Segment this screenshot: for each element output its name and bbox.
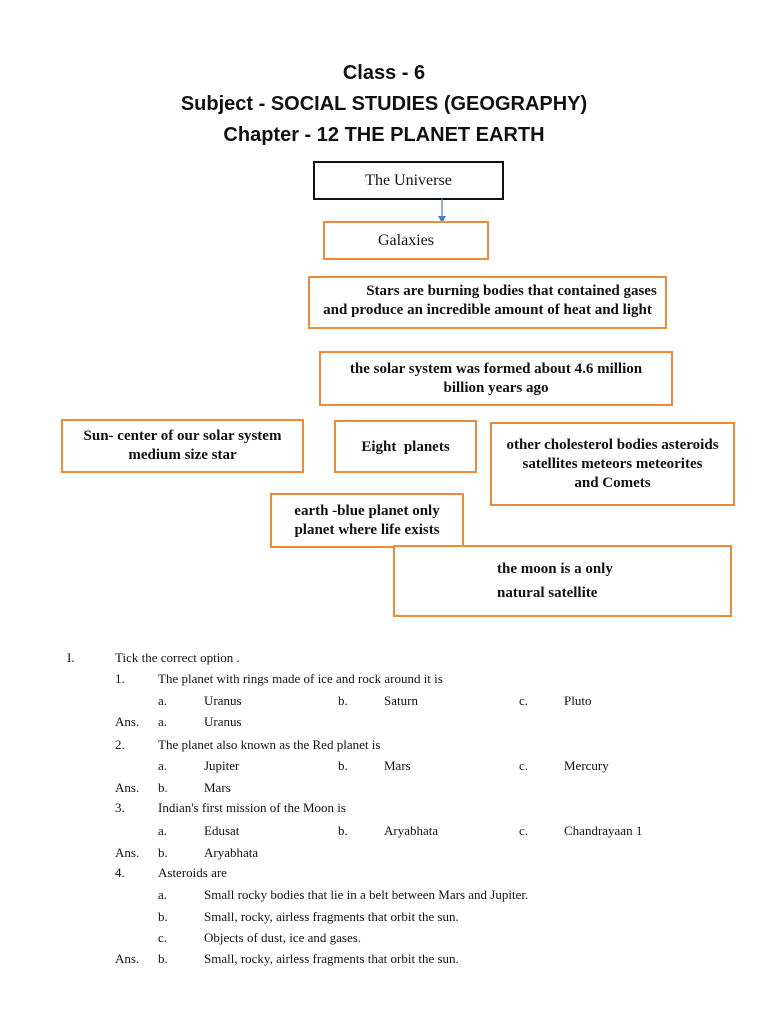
option-text: Mars [384, 758, 411, 773]
question-number: 2. [115, 737, 125, 752]
question-number: 4. [115, 865, 125, 880]
sun-text: Sun- center of our solar system medium s… [83, 428, 282, 463]
option-text: Small, rocky, airless fragments that orb… [204, 909, 459, 924]
moon-box: the moon is a only natural satellite [393, 545, 732, 617]
option-letter: c. [519, 758, 529, 773]
option-letter: a. [158, 887, 168, 902]
option-letter: b. [158, 909, 168, 924]
connector-arrow [438, 198, 446, 223]
option-text: Small rocky bodies that lie in a belt be… [204, 887, 529, 902]
option-text: Mercury [564, 758, 609, 773]
option-text: Saturn [384, 693, 418, 708]
option-letter: a. [158, 758, 168, 773]
option-text: Objects of dust, ice and gases. [204, 930, 362, 945]
other-bodies-box: other cholesterol bodies asteroids satel… [490, 422, 735, 506]
option-text: Jupiter [204, 758, 240, 773]
answer-text: Small, rocky, airless fragments that orb… [204, 951, 459, 966]
option-letter: b. [338, 758, 348, 773]
stars-text: Stars are burning bodies that contained … [323, 283, 657, 318]
exercise-instruction: Tick the correct option . [115, 650, 240, 665]
answer-label: Ans. [115, 951, 140, 966]
question-text: Asteroids are [158, 865, 227, 880]
option-text: Aryabhata [384, 823, 439, 838]
stars-box: Stars are burning bodies that contained … [308, 276, 667, 329]
universe-box: The Universe [313, 161, 504, 200]
option-text: Pluto [564, 693, 592, 708]
planets-box: Eight planets [334, 420, 477, 473]
option-letter: b. [338, 693, 348, 708]
answer-text: Uranus [204, 714, 242, 729]
question-number: 3. [115, 800, 125, 815]
answer-label: Ans. [115, 714, 140, 729]
subject-heading: Subject - SOCIAL STUDIES (GEOGRAPHY) [180, 93, 588, 115]
earth-text: earth -blue planet only planet where lif… [294, 502, 440, 538]
option-text: Uranus [204, 693, 242, 708]
answer-label: Ans. [115, 780, 140, 795]
option-letter: a. [158, 693, 168, 708]
universe-label: The Universe [365, 171, 452, 189]
answer-letter: b. [158, 845, 168, 860]
planets-text: Eight planets [361, 439, 450, 455]
question-number: 1. [115, 671, 125, 686]
question-text: The planet with rings made of ice and ro… [158, 671, 443, 686]
sun-box: Sun- center of our solar system medium s… [61, 419, 304, 473]
option-letter: a. [158, 823, 168, 838]
answer-label: Ans. [115, 845, 140, 860]
answer-letter: a. [158, 714, 168, 729]
option-letter: c. [519, 823, 529, 838]
exercise-number: I. [67, 650, 75, 665]
answer-text: Aryabhata [204, 845, 259, 860]
question-text: Indian's first mission of the Moon is [158, 800, 346, 815]
answer-text: Mars [204, 780, 231, 795]
option-text: Chandrayaan 1 [564, 823, 643, 838]
earth-box: earth -blue planet only planet where lif… [270, 493, 464, 548]
chapter-heading: Chapter - 12 THE PLANET EARTH [223, 124, 545, 146]
class-heading: Class - 6 [342, 62, 426, 84]
question-text: The planet also known as the Red planet … [158, 737, 381, 752]
option-text: Edusat [204, 823, 240, 838]
other-bodies-text: other cholesterol bodies asteroids satel… [506, 436, 723, 491]
option-letter: c. [158, 930, 168, 945]
galaxies-label: Galaxies [378, 231, 434, 249]
galaxies-box: Galaxies [323, 221, 489, 260]
answer-letter: b. [158, 951, 168, 966]
answer-letter: b. [158, 780, 168, 795]
solar-system-text: the solar system was formed about 4.6 mi… [349, 360, 643, 396]
solar-system-box: the solar system was formed about 4.6 mi… [319, 351, 673, 406]
moon-text: the moon is a only natural satellite [497, 561, 613, 601]
option-letter: c. [519, 693, 529, 708]
option-letter: b. [338, 823, 348, 838]
